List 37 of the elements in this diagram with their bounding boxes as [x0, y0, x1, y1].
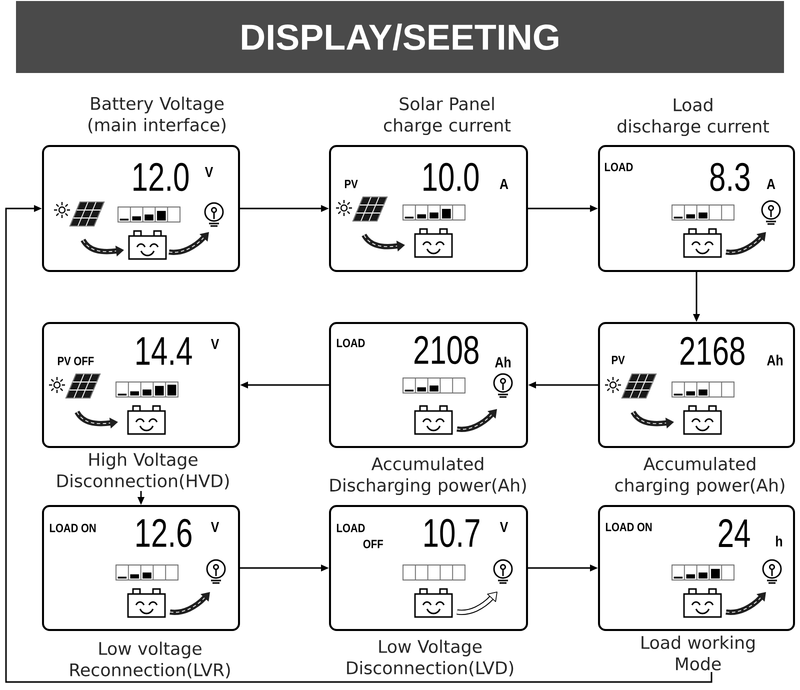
screen-caption: Accumulated Discharging power(Ah) — [330, 456, 526, 496]
lcd-reading: 24 — [718, 519, 750, 547]
unit-label: Ah — [495, 356, 511, 368]
status-label: LOAD ON — [606, 522, 652, 532]
unit-label: h — [776, 536, 782, 546]
screen-caption: High Voltage Disconnection(HVD) — [57, 452, 229, 490]
screen-caption: Solar Panel charge current — [384, 96, 511, 136]
status-label: LOAD — [604, 162, 633, 172]
status-label: PV — [612, 356, 625, 364]
lcd-reading: 2108 — [414, 336, 478, 364]
status-label: LOAD — [336, 338, 365, 348]
title-banner: DISPLAY/SEETING — [16, 1, 784, 73]
screen-caption: Load discharge current — [618, 98, 769, 136]
unit-label: V — [210, 338, 220, 350]
screen-caption: Low Voltage Disconnection(LVD) — [347, 640, 514, 676]
status-label: LOAD ON — [50, 524, 96, 532]
screen-caption: Battery Voltage (main interface) — [88, 96, 226, 134]
lcd-reading: 10.0 — [424, 162, 479, 192]
screen-caption: Low voltage Reconnection(LVR) — [70, 642, 230, 678]
unit-label: V — [210, 522, 220, 532]
unit-label: A — [766, 178, 776, 190]
lcd-reading: 14.4 — [136, 337, 192, 365]
lcd-reading: 12.0 — [134, 162, 189, 192]
lcd-reading: 12.6 — [136, 518, 192, 548]
lcd-reading: 8.3 — [710, 162, 750, 192]
lcd-reading: 2168 — [680, 336, 744, 366]
status-label: LOAD OFF — [336, 524, 383, 548]
status-label: PV OFF — [58, 356, 94, 366]
screen-caption: Accumulated charging power(Ah) — [615, 456, 784, 496]
arrow — [5, 204, 712, 683]
unit-label: A — [500, 178, 508, 190]
lcd-reading: 10.7 — [424, 518, 480, 548]
unit-label: V — [204, 166, 214, 178]
screen-caption: Load working Mode — [642, 636, 754, 670]
unit-label: Ah — [767, 354, 783, 366]
status-label: PV — [344, 180, 358, 188]
unit-label: V — [500, 522, 508, 532]
